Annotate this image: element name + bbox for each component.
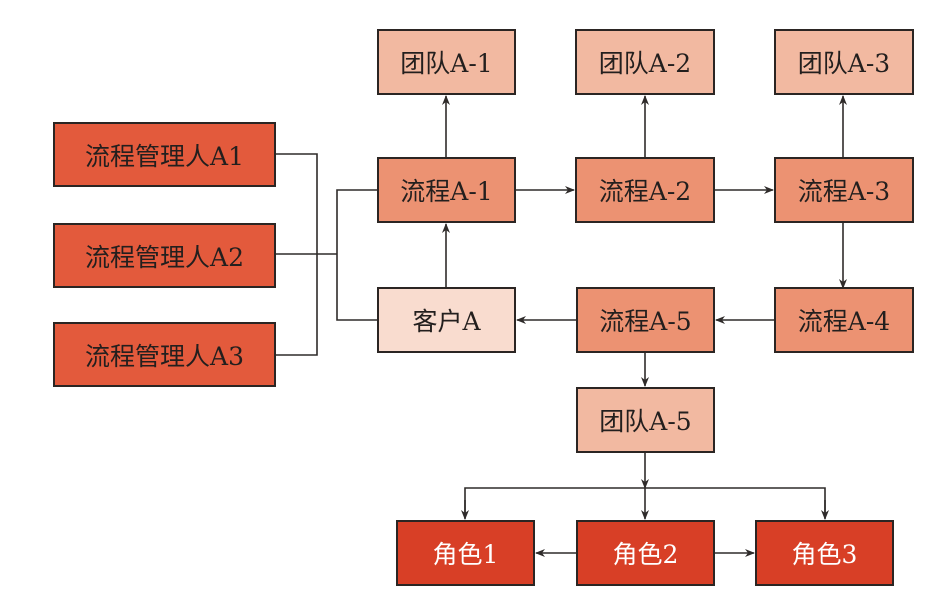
node-manager-a1: 流程管理人A1 — [53, 122, 276, 187]
node-process-a2: 流程A-2 — [575, 157, 715, 223]
node-team-a1: 团队A-1 — [377, 29, 516, 95]
node-process-a4: 流程A-4 — [774, 287, 914, 353]
edge-bus-proc-a1-customer — [336, 189, 377, 321]
node-manager-a2: 流程管理人A2 — [53, 223, 276, 288]
node-manager-a3: 流程管理人A3 — [53, 322, 276, 387]
node-process-a5: 流程A-5 — [576, 287, 715, 353]
node-role-1: 角色1 — [396, 520, 535, 586]
node-team-a3: 团队A-3 — [774, 29, 914, 95]
node-team-a5: 团队A-5 — [576, 387, 715, 453]
node-process-a3: 流程A-3 — [774, 157, 914, 223]
node-process-a1: 流程A-1 — [377, 157, 516, 223]
node-customer-a: 客户A — [377, 287, 516, 353]
node-role-2: 角色2 — [576, 520, 715, 586]
node-team-a2: 团队A-2 — [575, 29, 715, 95]
node-role-3: 角色3 — [755, 520, 894, 586]
